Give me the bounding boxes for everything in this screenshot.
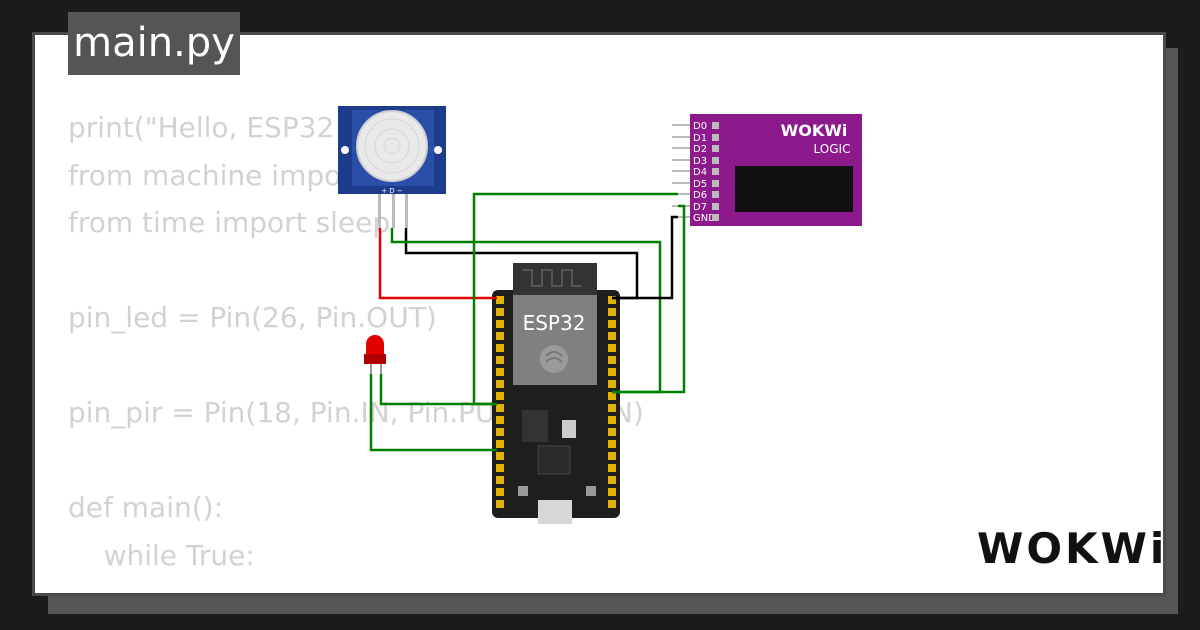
- pir-pins-label: + D −: [381, 187, 403, 195]
- esp32-board[interactable]: ESP32: [492, 263, 620, 524]
- wires: [369, 192, 686, 452]
- logic-analyzer[interactable]: WOKWi LOGIC D0 D1 D2 D3 D4 D5 D6 D7 GND: [672, 114, 862, 226]
- logic-analyzer-brand: WOKWi: [781, 121, 848, 140]
- wire-vcc: [378, 228, 497, 300]
- logic-pin-label: D1: [693, 133, 707, 144]
- code-line: def main():: [68, 491, 223, 524]
- logic-pin-label: D6: [693, 190, 707, 201]
- usb-port: [538, 500, 572, 524]
- pir-dome: [356, 110, 428, 182]
- logic-pin-label: D7: [693, 202, 707, 213]
- en-button[interactable]: [518, 486, 528, 496]
- logic-analyzer-display: [735, 166, 853, 212]
- wokwi-brand-logo: WOKWi: [977, 524, 1168, 573]
- wire-led-cathode: [369, 374, 497, 452]
- code-line: from time import sleep: [68, 206, 391, 239]
- code-line: while True:: [68, 538, 255, 572]
- file-tab-main-py[interactable]: main.py: [68, 12, 240, 75]
- esp32-label: ESP32: [523, 311, 586, 335]
- boot-button[interactable]: [586, 486, 596, 496]
- wire-d7: [612, 204, 686, 394]
- pir-sensor[interactable]: + D −: [338, 106, 446, 228]
- logic-analyzer-subtitle: LOGIC: [814, 142, 851, 156]
- logic-pin-label: D4: [693, 167, 707, 178]
- logic-pin-label: D3: [693, 156, 707, 167]
- wire-led-anode: [379, 374, 497, 406]
- red-led[interactable]: [364, 335, 386, 374]
- logic-pin-label: D5: [693, 179, 707, 190]
- wire-gnd-logic: [612, 215, 678, 300]
- logic-pin-label: D0: [693, 121, 707, 132]
- code-line: pin_led = Pin(26, Pin.OUT): [68, 301, 437, 334]
- logic-pin-label: D2: [693, 144, 707, 155]
- logic-pin-label: GND: [693, 213, 716, 224]
